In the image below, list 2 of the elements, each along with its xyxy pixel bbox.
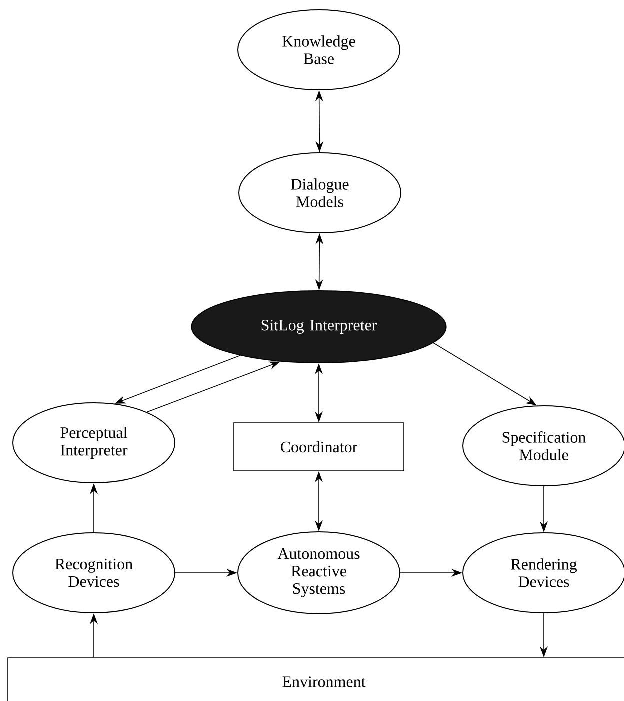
environment-box: Environment: [8, 658, 624, 701]
coordinator-box: Coordinator: [234, 422, 404, 472]
